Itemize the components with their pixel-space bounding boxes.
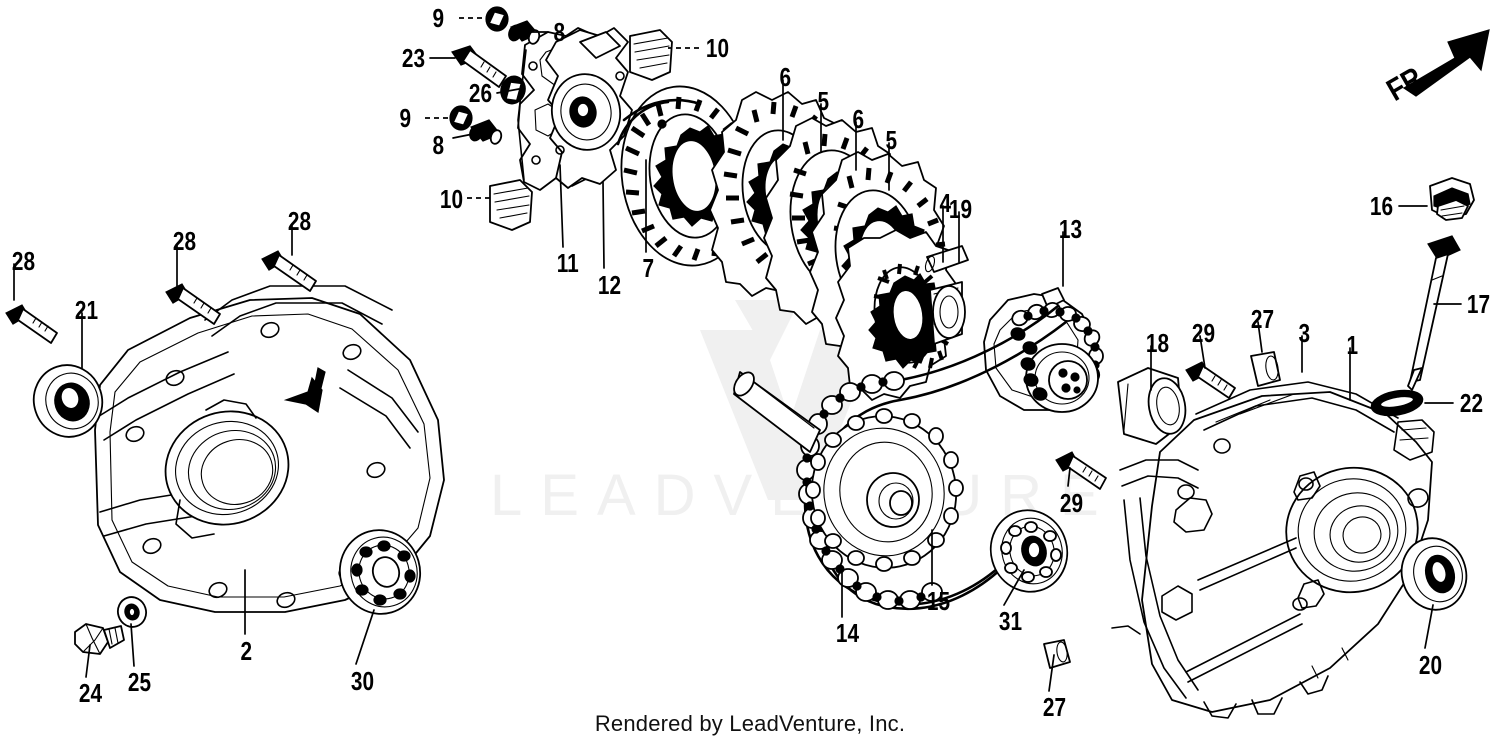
callout-number-9: 9	[399, 103, 412, 133]
callout-number-6: 6	[852, 104, 865, 134]
part-13-drive-sprocket	[983, 287, 1104, 413]
part-28-flange-bolt-b	[165, 283, 221, 325]
callout-number-28: 28	[11, 246, 36, 276]
callout-leader-30	[355, 609, 375, 665]
fr-arrow-icon: FR.	[1381, 29, 1490, 108]
part-31-ball-bearing	[989, 509, 1069, 593]
part-4-clutch-center-gear	[835, 229, 966, 401]
callout-number-30: 30	[350, 666, 375, 696]
callout-number-18: 18	[1145, 328, 1170, 358]
part-16-oil-filler-cap	[1429, 177, 1475, 221]
callout-number-5: 5	[817, 86, 830, 116]
watermark-text: LEADVENTURE	[490, 463, 1117, 528]
part-1-right-crankcase-cover	[1111, 381, 1435, 719]
callout-number-21: 21	[74, 295, 99, 325]
callout-leader-12	[602, 181, 605, 269]
part-20-oil-seal	[1400, 537, 1468, 611]
part-8-clutch-lifter-pin-b	[469, 119, 503, 145]
callout-number-26: 26	[468, 78, 493, 108]
part-29-flange-bolt-lower	[1055, 451, 1107, 490]
callout-number-23: 23	[401, 43, 426, 73]
part-17-oil-dipstick	[1407, 235, 1461, 391]
callout-number-11: 11	[556, 248, 579, 278]
callout-number-14: 14	[835, 618, 860, 648]
callout-leader-11	[559, 164, 564, 248]
callout-number-29: 29	[1191, 318, 1216, 348]
footer-credit: Rendered by LeadVenture, Inc.	[594, 711, 906, 736]
callout-number-12: 12	[597, 270, 622, 300]
callout-leader-lines	[13, 17, 1462, 692]
callout-number-5: 5	[885, 125, 898, 155]
callout-number-10: 10	[705, 33, 730, 63]
part-27-dowel-pin-upper	[1250, 351, 1281, 387]
left-crankcase-cover-group	[94, 285, 445, 613]
callout-number-22: 22	[1459, 388, 1484, 418]
callout-number-15: 15	[926, 586, 951, 616]
callout-number-24: 24	[78, 678, 103, 708]
callout-number-2: 2	[240, 636, 253, 666]
callout-number-29: 29	[1059, 488, 1084, 518]
callout-number-10: 10	[439, 184, 464, 214]
part-30-ball-bearing	[338, 529, 422, 615]
callout-number-17: 17	[1466, 289, 1491, 319]
callout-number-27: 27	[1250, 304, 1275, 334]
callout-number-19: 19	[948, 194, 973, 224]
callout-number-28: 28	[287, 206, 312, 236]
fr-arrow-label: FR.	[1381, 57, 1435, 108]
callout-leader-27	[1048, 654, 1055, 692]
part-9-clutch-lifter-roller-b	[449, 105, 473, 131]
part-19-dowel-pin	[924, 245, 969, 273]
callout-leader-27	[1257, 321, 1263, 353]
part-28-flange-bolt-a	[5, 304, 58, 344]
callout-number-25: 25	[127, 667, 152, 697]
callout-leader-29	[1199, 335, 1206, 369]
callout-leader-25	[130, 623, 135, 667]
callout-number-16: 16	[1369, 191, 1394, 221]
callout-number-6: 6	[779, 62, 792, 92]
part-29-flange-bolt-upper	[1185, 361, 1236, 399]
callout-number-1: 1	[1346, 330, 1359, 360]
part-12-clutch-lifter-cam	[545, 27, 633, 189]
part-18-collar	[1117, 367, 1187, 445]
part-27-dowel-pin-lower	[1043, 639, 1071, 669]
part-8-clutch-lifter-pin-a	[508, 20, 541, 45]
part-10-clutch-spring-b	[489, 179, 533, 231]
part-24-drain-bolt	[74, 623, 125, 655]
callout-number-20: 20	[1418, 650, 1443, 680]
callout-number-8: 8	[432, 130, 445, 160]
part-10-clutch-spring-a	[629, 29, 673, 81]
part-22-o-ring	[1370, 389, 1424, 417]
callout-leader-31	[1003, 569, 1025, 606]
part-9-clutch-lifter-roller-a	[485, 6, 509, 32]
callout-leader-8	[452, 132, 479, 139]
callout-number-8: 8	[553, 17, 566, 47]
callout-number-3: 3	[1298, 318, 1311, 348]
callout-leader-26	[496, 88, 520, 94]
callout-number-28: 28	[172, 226, 197, 256]
callout-number-27: 27	[1042, 692, 1067, 722]
part-21-oil-seal	[32, 364, 104, 438]
part-25-sealing-washer	[117, 596, 147, 628]
callout-number-9: 9	[432, 3, 445, 33]
part-15-driven-sprocket	[733, 371, 964, 572]
callout-number-31: 31	[998, 606, 1023, 636]
callout-leader-24	[85, 644, 91, 678]
callout-number-4: 4	[939, 188, 952, 218]
callout-leader-20	[1424, 604, 1434, 649]
part-28-flange-bolt-c	[261, 250, 317, 292]
callout-leader-29	[1067, 467, 1071, 487]
part-26-washer	[500, 75, 526, 105]
callout-number-7: 7	[642, 253, 655, 283]
callout-number-13: 13	[1058, 214, 1083, 244]
part-23-clutch-lifter-bolt	[451, 45, 507, 88]
